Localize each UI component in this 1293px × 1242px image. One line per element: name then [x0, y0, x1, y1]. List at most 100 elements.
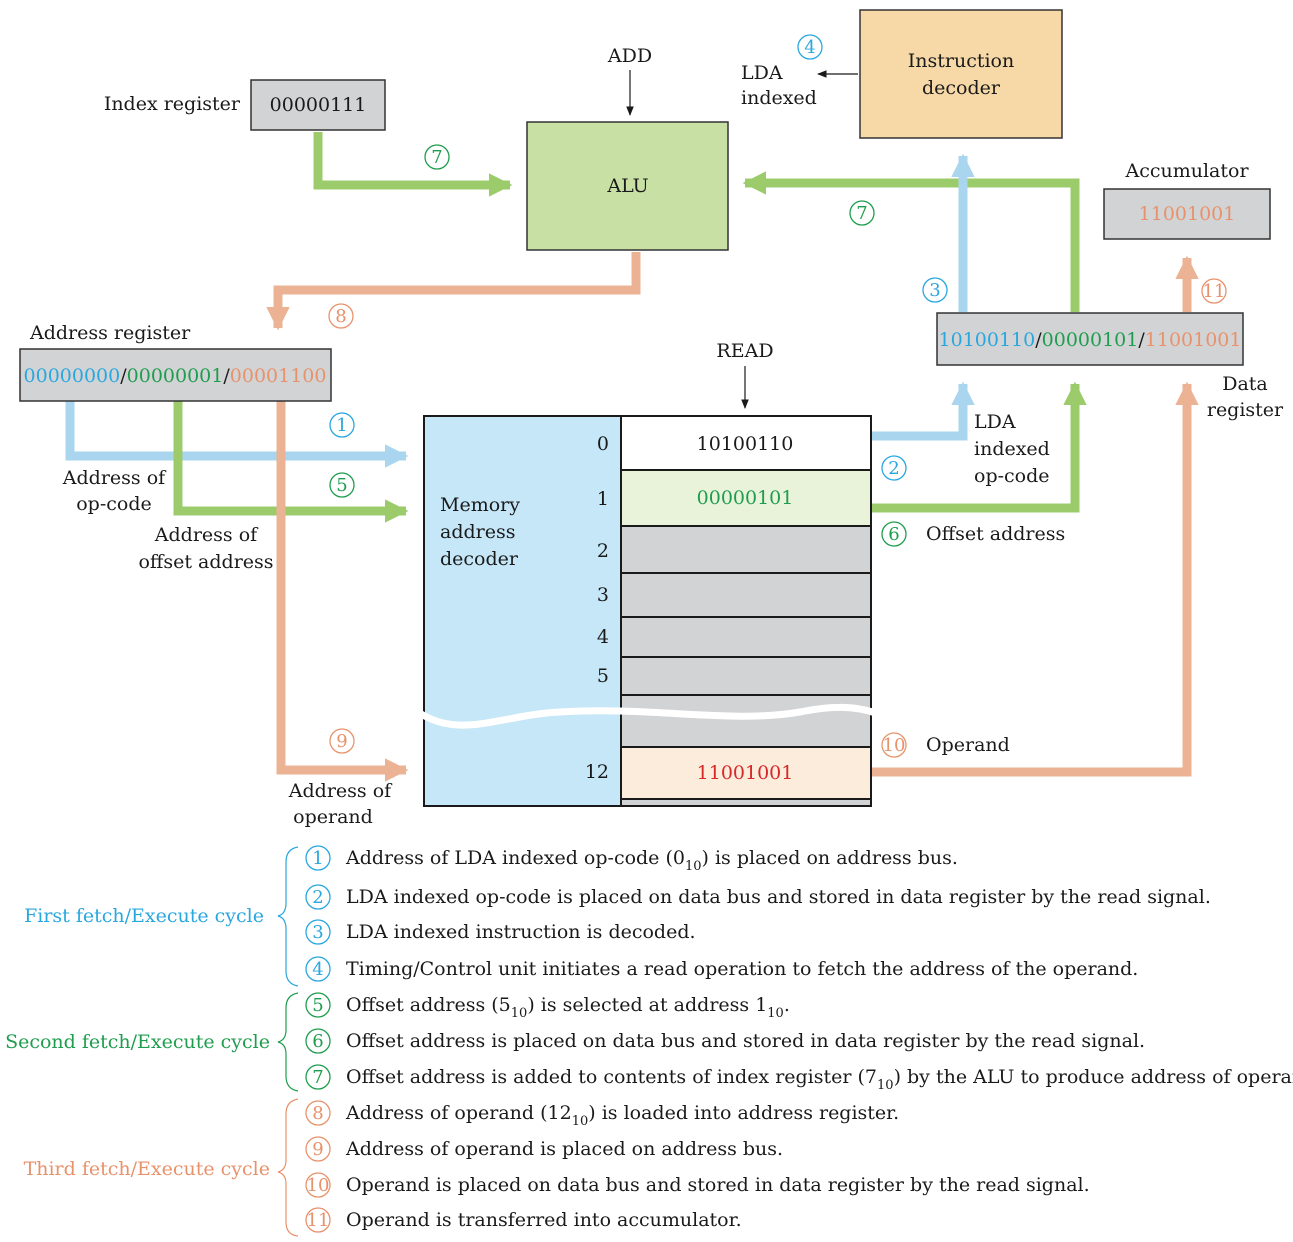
offset-address-label: Offset address — [926, 523, 1065, 545]
memory-cell-4 — [620, 616, 872, 658]
memory-value-1: 00000101 — [697, 487, 794, 509]
memory-addr-0: 0 — [597, 433, 609, 455]
legend-text-3: LDA indexed instruction is decoded. — [346, 921, 696, 943]
legend-text-4: Timing/Control unit initiates a read ope… — [346, 958, 1138, 980]
op-code-to-data-register-arrow — [872, 381, 975, 441]
accumulator-value: 11001001 — [1139, 203, 1236, 225]
op-code-label-1: Address of — [62, 467, 167, 489]
lda-label-1: LDA — [974, 411, 1016, 433]
memory-cell-0 — [620, 415, 872, 471]
legend-text-6: Offset address is placed on data bus and… — [346, 1030, 1145, 1052]
memory-decoder-label-1: Memory — [440, 494, 520, 516]
cycle3-brace — [277, 1098, 299, 1237]
index-register — [250, 79, 386, 131]
cycle2-label: Second fetch/Execute cycle — [5, 1031, 270, 1053]
memory-addr-5: 5 — [597, 665, 609, 687]
step-9-marker: 9 — [336, 731, 347, 752]
step-6-marker: 6 — [888, 524, 899, 545]
decoder-label-2: decoder — [922, 77, 1001, 99]
memory-addr-1: 1 — [597, 488, 609, 510]
memory-cell-bottom — [620, 798, 872, 807]
legend-text-2: LDA indexed op-code is placed on data bu… — [346, 886, 1211, 908]
memory-decoder-label-3: decoder — [440, 548, 519, 570]
memory-value-12: 11001001 — [697, 762, 794, 784]
memory-cell-2 — [620, 525, 872, 574]
accumulator-label: Accumulator — [1124, 160, 1249, 182]
data-register-value: 10100110/00000101/11001001 — [939, 329, 1242, 351]
step-8-marker: 8 — [335, 306, 346, 327]
step-2-marker: 2 — [888, 458, 899, 479]
legend-num-5: 5 — [312, 995, 323, 1016]
step-markers: 4 7 7 3 11 8 1 2 5 6 9 10 — [328, 34, 1227, 758]
legend-num-2: 2 — [312, 887, 323, 908]
data-register-to-alu-arrow — [742, 171, 1080, 312]
index-to-alu-arrow — [313, 132, 513, 197]
read-label: READ — [716, 340, 773, 362]
address-register-label: Address register — [29, 322, 191, 344]
legend-text-5: Offset address (510) is selected at addr… — [346, 994, 790, 1021]
step-7-marker-b: 7 — [856, 203, 867, 224]
data-register — [936, 312, 1244, 366]
lda-label-3: op-code — [974, 465, 1050, 487]
memory-break — [416, 703, 880, 729]
cycle3-label: Third fetch/Execute cycle — [24, 1158, 270, 1180]
memory-cell-3 — [620, 572, 872, 618]
cycle1-label: First fetch/Execute cycle — [24, 905, 264, 927]
memory-addr-4: 4 — [597, 626, 609, 648]
memory-cell-5 — [620, 656, 872, 696]
address-register — [19, 348, 332, 402]
index-register-label: Index register — [104, 93, 241, 115]
offset-address-arrow — [173, 401, 409, 523]
step-5-marker: 5 — [336, 475, 347, 496]
offset-to-data-register-arrow — [872, 381, 1087, 513]
step-10-marker: 10 — [883, 735, 906, 756]
legend-num-10: 10 — [307, 1175, 330, 1196]
decoded-lda: LDA — [741, 62, 783, 84]
memory-value-0: 10100110 — [697, 433, 794, 455]
operand-address-label-1: Address of — [288, 780, 393, 802]
offset-label-1: Address of — [154, 524, 259, 546]
accumulator — [1103, 188, 1271, 240]
decoded-indexed: indexed — [741, 87, 817, 109]
alu-label: ALU — [606, 175, 648, 197]
operand-to-data-register-arrow — [872, 381, 1199, 777]
step-1-marker: 1 — [336, 415, 347, 436]
cycle1-brace — [277, 846, 299, 987]
alu — [526, 121, 729, 251]
offset-label-2: offset address — [138, 551, 273, 573]
instruction-decoder — [859, 9, 1063, 139]
legend-num-4: 4 — [312, 959, 323, 980]
alu-add-label: ADD — [607, 45, 652, 67]
data-register-label-1: Data — [1222, 373, 1268, 395]
legend-text-9: Address of operand is placed on address … — [345, 1138, 783, 1160]
legend-num-1: 1 — [312, 848, 323, 869]
memory-cell-12 — [620, 746, 872, 800]
memory-addr-3: 3 — [597, 584, 609, 606]
legend-num-7: 7 — [312, 1067, 323, 1088]
address-register-value: 00000000/00000001/00001100 — [24, 365, 327, 387]
memory-address-decoder — [423, 415, 622, 807]
legend-text-8: Address of operand (1210) is loaded into… — [345, 1102, 899, 1129]
legend-items: 1 Address of LDA indexed op-code (010) i… — [305, 845, 1293, 1233]
data-register-label-2: register — [1207, 399, 1284, 421]
step-11-marker: 11 — [1203, 281, 1226, 302]
op-code-address-arrow — [65, 401, 409, 468]
legend-num-3: 3 — [312, 922, 323, 943]
memory-addr-2: 2 — [597, 540, 609, 562]
lda-label-2: indexed — [974, 438, 1050, 460]
cycle2-brace — [277, 992, 299, 1092]
legend-num-9: 9 — [312, 1139, 323, 1160]
memory-decoder-label-2: address — [440, 521, 515, 543]
memory-cell-1 — [620, 469, 872, 527]
index-register-value: 00000111 — [270, 94, 367, 116]
operand-address-label-2: operand — [293, 806, 373, 828]
legend-num-6: 6 — [312, 1031, 323, 1052]
step-3-marker: 3 — [929, 280, 940, 301]
memory-cells — [620, 415, 872, 807]
step-4-marker: 4 — [804, 37, 815, 58]
legend-num-11: 11 — [307, 1210, 330, 1231]
memory-cell-gap — [620, 694, 872, 748]
operand-address-arrow — [276, 401, 409, 782]
legend-num-8: 8 — [312, 1103, 323, 1124]
